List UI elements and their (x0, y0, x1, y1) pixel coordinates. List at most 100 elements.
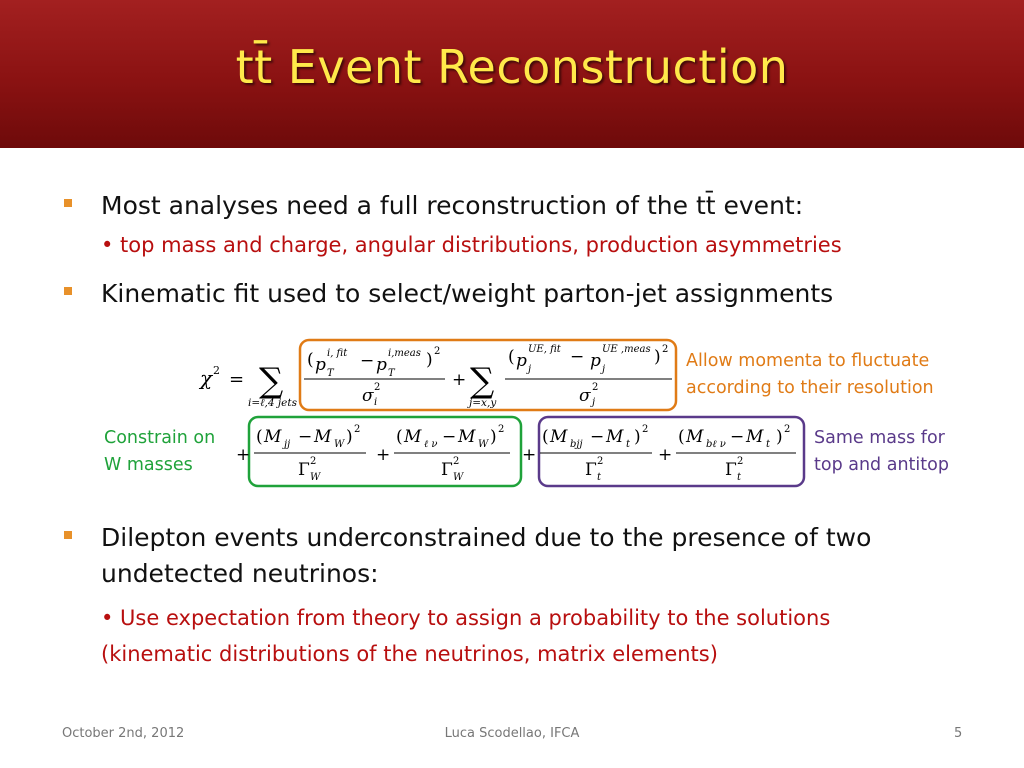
svg-text:i, fit: i, fit (327, 348, 348, 359)
svg-text:+: + (658, 445, 672, 465)
svg-text:t: t (597, 472, 602, 483)
svg-text:−: − (730, 427, 744, 447)
svg-text:t: t (766, 439, 771, 450)
svg-text:+: + (376, 445, 390, 465)
svg-text:2: 2 (642, 424, 648, 435)
svg-text:T: T (388, 368, 396, 379)
svg-text:2: 2 (592, 382, 598, 393)
svg-text:bℓ ν: bℓ ν (706, 439, 726, 450)
svg-text:UE, fit: UE, fit (528, 344, 562, 355)
svg-text:t: t (626, 439, 631, 450)
bullet-text-kinematic-fit: Kinematic fit used to select/weight part… (101, 279, 834, 308)
svg-text:): ) (634, 427, 641, 447)
svg-text:W: W (478, 439, 489, 450)
bullet-marker (64, 287, 72, 295)
svg-text:): ) (654, 347, 661, 367)
svg-text:W: W (334, 439, 345, 450)
svg-text:(: ( (396, 427, 403, 447)
page-number: 5 (954, 726, 963, 741)
bullet-marker (64, 531, 72, 539)
svg-text:−: − (442, 427, 456, 447)
svg-text:j: j (526, 364, 531, 375)
svg-text:(: ( (256, 427, 263, 447)
svg-text:2: 2 (310, 456, 316, 467)
title-bar: tt̄ Event Reconstruction (0, 0, 1024, 148)
svg-text:2: 2 (662, 344, 668, 355)
annotation-momenta: Allow momenta to fluctuate according to … (686, 351, 934, 398)
svg-text:(: ( (678, 427, 685, 447)
sum-symbol-2: ∑ (470, 361, 494, 401)
svg-text:σ: σ (579, 386, 591, 406)
bullet-text-reconstruction: Most analyses need a full reconstruction… (101, 191, 804, 220)
svg-text:Γ: Γ (725, 460, 737, 480)
annotation-w-masses: Constrain on W masses (104, 428, 216, 475)
orange-box (298, 338, 678, 412)
svg-text:=: = (229, 369, 244, 390)
svg-text:2: 2 (453, 456, 459, 467)
svg-text:−: − (590, 427, 604, 447)
svg-text:): ) (490, 427, 497, 447)
svg-text:M: M (745, 427, 764, 447)
svg-text:−: − (570, 347, 584, 367)
svg-text:jj: jj (282, 439, 290, 450)
footer-date: October 2nd, 2012 (62, 726, 185, 741)
svg-text:i: i (374, 397, 377, 408)
chi-square-equation: χ 2 = ∑ i=ℓ,4 jets ( p T i, fit − p T i,… (198, 338, 806, 488)
svg-text:UE ,meas: UE ,meas (602, 344, 651, 355)
svg-text:(: ( (307, 350, 314, 370)
chi-symbol: χ (198, 366, 214, 390)
svg-text:Γ: Γ (441, 460, 453, 480)
footer-author: Luca Scodellao, IFCA (444, 726, 580, 741)
svg-text:M: M (263, 427, 282, 447)
sum2-index: j=x,y (467, 397, 497, 409)
svg-text:(: ( (542, 427, 549, 447)
svg-text:2: 2 (498, 424, 504, 435)
green-box (247, 415, 523, 488)
svg-text:p: p (590, 351, 601, 371)
svg-text:M: M (457, 427, 476, 447)
svg-text:Γ: Γ (585, 460, 597, 480)
svg-text:j: j (590, 397, 595, 408)
svg-text:2: 2 (434, 346, 440, 357)
annotation-top-mass: Same mass for top and antitop (814, 428, 949, 475)
svg-text:σ: σ (362, 386, 374, 406)
svg-text:p: p (376, 355, 387, 375)
svg-text:M: M (313, 427, 332, 447)
svg-text:): ) (776, 427, 783, 447)
sub-bullet-observables: • top mass and charge, angular distribut… (101, 233, 842, 257)
svg-text:2: 2 (213, 364, 220, 377)
svg-text:M: M (403, 427, 422, 447)
svg-text:2: 2 (784, 424, 790, 435)
svg-text:2: 2 (737, 456, 743, 467)
svg-text:M: M (549, 427, 568, 447)
svg-text:Γ: Γ (298, 460, 310, 480)
svg-text:M: M (685, 427, 704, 447)
svg-text:2: 2 (374, 382, 380, 393)
svg-text:t: t (737, 472, 742, 483)
sub-bullet-theory: • Use expectation from theory to assign … (101, 606, 831, 666)
svg-text:−: − (360, 351, 374, 371)
svg-text:W: W (453, 472, 464, 483)
svg-text:): ) (346, 427, 353, 447)
svg-text:p: p (315, 355, 326, 375)
svg-text:T: T (327, 368, 335, 379)
svg-text:j: j (600, 364, 605, 375)
svg-text:): ) (426, 350, 433, 370)
svg-text:2: 2 (597, 456, 603, 467)
svg-text:+: + (522, 445, 536, 465)
svg-text:i,meas: i,meas (388, 348, 421, 359)
svg-text:ℓ ν: ℓ ν (424, 439, 437, 450)
svg-text:2: 2 (354, 424, 360, 435)
sum1-index: i=ℓ,4 jets (248, 397, 298, 409)
svg-text:p: p (516, 351, 527, 371)
svg-text:+: + (452, 370, 466, 390)
svg-text:bjj: bjj (570, 439, 583, 450)
svg-text:W: W (310, 472, 321, 483)
svg-text:+: + (236, 445, 250, 465)
bullet-text-dilepton: Dilepton events underconstrained due to … (101, 523, 872, 588)
slide-title: tt̄ Event Reconstruction (235, 40, 789, 94)
bullet-marker (64, 199, 72, 207)
svg-text:(: ( (508, 347, 515, 367)
sum-symbol-1: ∑ (259, 361, 283, 401)
svg-text:M: M (605, 427, 624, 447)
